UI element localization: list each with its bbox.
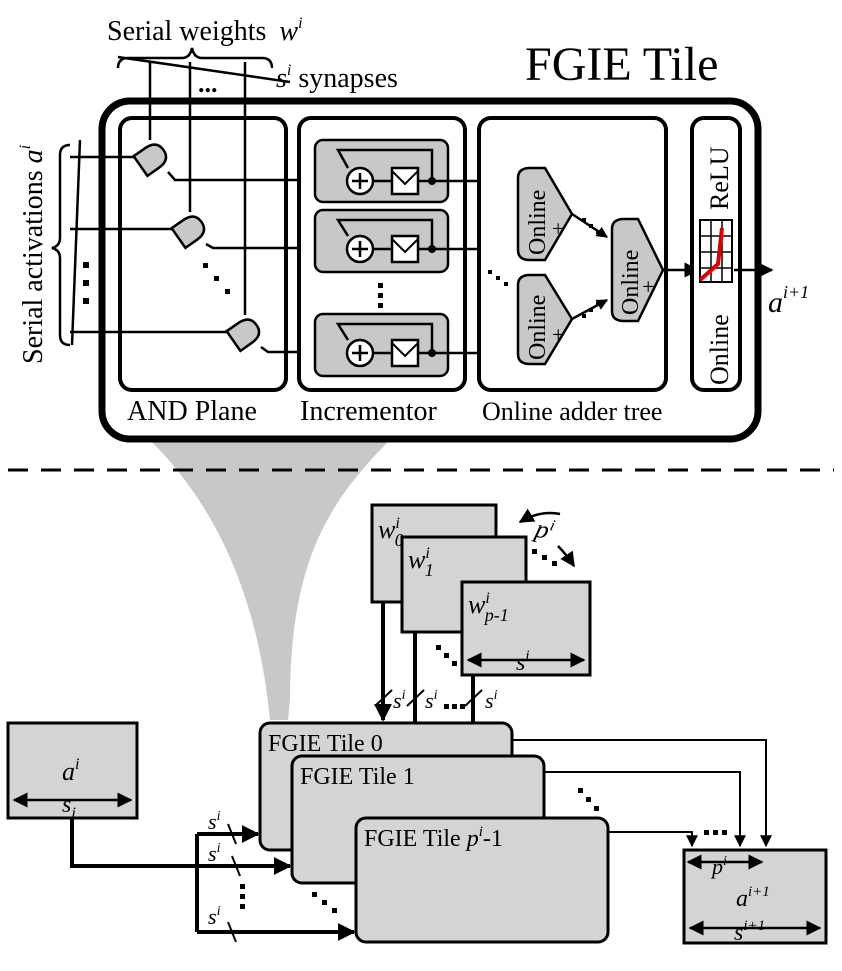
weight-wire-s-label-1: si <box>393 688 406 713</box>
weight-wire-ticks <box>374 689 483 707</box>
input-wire-s-label-3: si <box>208 904 221 929</box>
incrementor-unit-1 <box>313 138 450 204</box>
svg-text:+: + <box>642 274 654 299</box>
activations-slash <box>70 139 82 346</box>
fgie-tile-1-label: FGIE Tile 1 <box>300 764 415 790</box>
adder-tree-dots <box>488 218 600 318</box>
and-gate-2 <box>169 215 206 250</box>
incrementor-unit-2 <box>313 208 450 274</box>
weights-brace <box>116 47 274 69</box>
activations-ellipsis <box>83 262 89 304</box>
p-arrow <box>518 508 561 524</box>
input-wire-ellipsis <box>240 884 245 909</box>
weights-ellipsis: ... <box>198 69 218 98</box>
input-wire-ticks <box>227 823 241 943</box>
tile-output-ellipsis <box>704 830 727 835</box>
fgie-tile-last-label: FGIE Tile pi-1 <box>364 824 503 852</box>
online-adder-2: Online + <box>516 273 574 366</box>
incrementor-unit-3 <box>313 312 450 378</box>
online-adder-1: Online + <box>516 166 574 262</box>
incrementor-label: Incrementor <box>300 396 437 427</box>
relu-online-label: Online <box>705 314 734 385</box>
and-gate-ellipsis <box>203 263 230 294</box>
svg-text:+: + <box>552 216 564 241</box>
svg-text:+: + <box>552 322 564 347</box>
and-plane-label: AND Plane <box>127 396 257 427</box>
synapses-label: si synapses <box>276 62 398 94</box>
weight-box-ellipsis <box>436 549 557 666</box>
activation-lines <box>70 155 229 334</box>
output-p-label: pi <box>710 854 727 879</box>
and-gate-3 <box>224 318 261 353</box>
tile-output-wires <box>512 739 772 848</box>
relu-label: ReLU <box>705 146 734 210</box>
adder-tree-label: Online adder tree <box>482 397 662 426</box>
activations-brace <box>51 143 71 347</box>
serial-weights-label: Serial weights wi <box>107 15 303 47</box>
fgie-tile-0-label: FGIE Tile 0 <box>268 731 383 757</box>
and-gate-1 <box>131 143 168 178</box>
tile-stack-ellipsis <box>312 788 599 913</box>
svg-text:Online: Online <box>525 190 551 255</box>
tile-output-label: ai+1 <box>768 282 809 319</box>
fgie-tile-last <box>354 816 610 944</box>
svg-text:Online: Online <box>525 295 551 360</box>
zoom-funnel <box>150 440 390 720</box>
p-arrow-2 <box>557 545 576 568</box>
weight-wire-s-label-2: si <box>425 688 438 713</box>
input-wire-s-label-1: si <box>208 809 221 834</box>
weight-wire-s-label-3: si <box>485 688 498 713</box>
input-activation-label: ai <box>62 756 79 786</box>
relu-curve-icon <box>698 219 733 283</box>
weight-lines <box>148 62 247 315</box>
output-dim-label: si+1 <box>734 918 765 946</box>
synapses-slash <box>117 55 291 84</box>
svg-text:Online: Online <box>618 250 644 315</box>
input-wire-s-label-2: si <box>208 841 221 866</box>
input-dim-label: si <box>62 792 76 822</box>
input-distribution-wires <box>70 818 356 941</box>
output-activation-label: ai+1 <box>736 884 770 912</box>
p-label: pi <box>531 513 557 546</box>
weight-wire-ellipsis <box>444 704 465 709</box>
online-adder-3: Online + <box>610 217 665 323</box>
incrementor-ellipsis <box>378 283 383 308</box>
svg-text:Serial activations ai: Serial activations ai <box>17 145 49 364</box>
weight-box-dim-label: si <box>516 648 530 676</box>
serial-activations-label: Serial activations ai <box>17 145 49 364</box>
tile-title: FGIE Tile <box>525 38 718 91</box>
